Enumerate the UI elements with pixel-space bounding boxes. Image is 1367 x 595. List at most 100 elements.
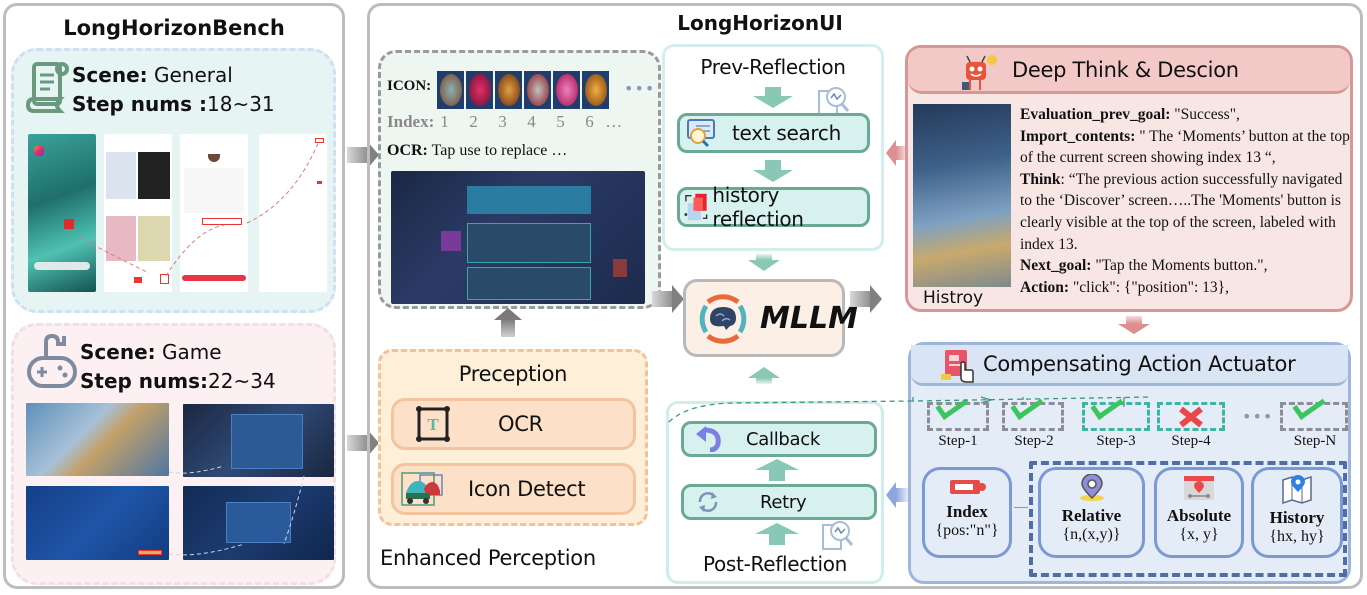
compensating-action-actuator: Compensating Action Actuator Step-1 Step…	[665, 342, 1351, 584]
scene-game-text: Scene: Game Step nums:22~34	[80, 338, 276, 396]
index-1: 1	[440, 112, 449, 131]
callback-item: Callback	[681, 421, 877, 457]
actuator-title: Compensating Action Actuator	[983, 352, 1296, 376]
item-icon-dagger	[553, 71, 580, 109]
text-search-label: text search	[732, 121, 841, 145]
index-5: 5	[556, 112, 565, 131]
location-pin-icon	[1079, 473, 1104, 501]
callback-label: Callback	[746, 428, 820, 450]
arrow-left-red-icon	[886, 140, 896, 166]
arrow-stem	[896, 146, 906, 160]
scene-game-card: Scene: Game Step nums:22~34	[11, 323, 336, 585]
perception-module: Preception T OCR Icon Detect	[378, 349, 648, 526]
enhanced-perception-caption: Enhanced Perception	[380, 546, 596, 570]
game-screenshot-2	[183, 404, 334, 477]
field-action: Action: "click": {"position": 13},	[1020, 277, 1350, 299]
step-n-box[interactable]	[1280, 390, 1348, 431]
step-4-label: Step-4	[1171, 433, 1211, 449]
more-icons-ellipsis: •••	[624, 79, 656, 98]
steps-label: Step nums:	[80, 369, 209, 393]
field-evaluation-prev-goal: Evaluation_prev_goal: "Success",	[1020, 104, 1350, 126]
text-box-icon: T	[416, 406, 450, 442]
arrow-stem	[1126, 316, 1142, 324]
arrow-down-red-icon	[1118, 324, 1150, 334]
mode-index[interactable]: Index {pos:"n"}	[922, 467, 1012, 558]
mode-absolute[interactable]: Absolute {x, y}	[1154, 467, 1244, 558]
mode-history[interactable]: History {hx, hy}	[1251, 467, 1343, 558]
step-2-box[interactable]	[1002, 390, 1064, 431]
retry-item: Retry	[681, 484, 877, 520]
arrow-right-icon	[850, 285, 882, 313]
steps-ellipsis: •••	[1242, 407, 1274, 426]
perception-example-box: ICON: ••• Index: 1 2 3 4 5 6 … OCR: Tap …	[378, 50, 661, 309]
ui-title: LongHorizonUI	[677, 11, 843, 35]
field-key: Think	[1020, 170, 1061, 188]
field-import-contents: Import_contents: " The ‘Moments’ button …	[1020, 126, 1350, 169]
field-key: Action:	[1020, 278, 1070, 296]
step-1-label: Step-1	[938, 433, 978, 449]
phone-screenshot-edit-profile	[180, 134, 248, 292]
mode-absolute-title: Absolute	[1166, 506, 1232, 525]
step-3-box[interactable]	[1082, 390, 1150, 431]
post-reflection-module: Callback Retry Post-Reflection	[666, 401, 884, 584]
ocr-row: OCR: Tap use to replace …	[387, 142, 567, 160]
perception-ocr-item: T OCR	[391, 398, 636, 450]
index-row: Index: 1 2 3 4 5 6 …	[387, 112, 622, 132]
mode-relative-sub: {n,(x,y)}	[1062, 526, 1121, 543]
fail-x-icon	[1179, 406, 1203, 428]
actuator-header: Compensating Action Actuator	[911, 345, 1348, 386]
screen-pin-icon	[1184, 476, 1214, 500]
perception-game-screenshot	[391, 171, 645, 304]
undo-arrow-icon	[696, 426, 721, 452]
scene-label: Scene:	[72, 63, 148, 87]
history-reflection-item: history reflection	[677, 183, 870, 231]
scene-label: Scene:	[80, 340, 156, 364]
arrow-up-gray	[501, 319, 515, 337]
bench-title: LongHorizonBench	[63, 16, 285, 40]
robot-idea-icon	[962, 55, 997, 90]
deep-think-output: Evaluation_prev_goal: "Success", Import_…	[1020, 104, 1350, 298]
scene-general-card: Scene: General Step nums :18~31	[11, 48, 336, 313]
field-value: "Success",	[1170, 106, 1240, 123]
mllm-label: MLLM	[760, 301, 858, 336]
coordinate-modes-group	[1029, 461, 1347, 577]
mode-relative[interactable]: Relative {n,(x,y)}	[1038, 467, 1145, 558]
longhorizon-ui-panel: LongHorizonUI ICON: ••• Index: 1 2 3 4 5…	[367, 3, 1363, 589]
phone-screenshot-edit-gender	[259, 134, 327, 292]
mode-absolute-sub: {x, y}	[1179, 526, 1219, 543]
magnifier-report-icon	[818, 87, 850, 116]
icon-detect-label: Icon Detect	[468, 477, 586, 501]
index-2: 2	[469, 112, 478, 131]
arrow-left-blue-icon	[886, 482, 896, 508]
deep-think-header: Deep Think & Descion	[908, 48, 1350, 94]
text-search-item: text search	[677, 113, 870, 153]
step-1-box[interactable]	[927, 390, 989, 431]
mllm-box: MLLM	[683, 279, 858, 357]
tablet-tap-icon	[941, 350, 974, 383]
item-icon-cape	[466, 71, 493, 109]
check-icon	[1292, 390, 1326, 420]
phone-screenshot-feed	[104, 134, 172, 292]
refresh-icon	[698, 492, 718, 512]
post-reflection-title: Post-Reflection	[702, 552, 848, 576]
step-n-label: Step-N	[1293, 433, 1337, 449]
gamepad-icon	[27, 334, 77, 388]
steps-value: 22~34	[208, 369, 276, 393]
field-value: : “The previous action successfully navi…	[1020, 170, 1343, 253]
icon-label: ICON:	[387, 78, 432, 94]
svg-text:T: T	[427, 415, 439, 434]
history-reflection-label: history reflection	[712, 183, 804, 231]
index-3: 3	[498, 112, 507, 131]
scene-value: General	[153, 63, 233, 87]
flow-dashed-lines	[79, 140, 320, 277]
field-key: Next_goal:	[1020, 257, 1092, 275]
arrow-stem	[896, 488, 908, 502]
game-screenshot-1	[26, 403, 169, 476]
item-icon-boots	[437, 71, 464, 109]
game-flow-dashed-lines	[168, 465, 305, 556]
index-label: Index:	[387, 112, 435, 131]
phone-screenshot-home	[28, 134, 96, 292]
history-doc-icon	[684, 193, 708, 221]
prev-reflection-title: Prev-Reflection	[700, 55, 846, 79]
step-4-box[interactable]	[1157, 402, 1225, 431]
